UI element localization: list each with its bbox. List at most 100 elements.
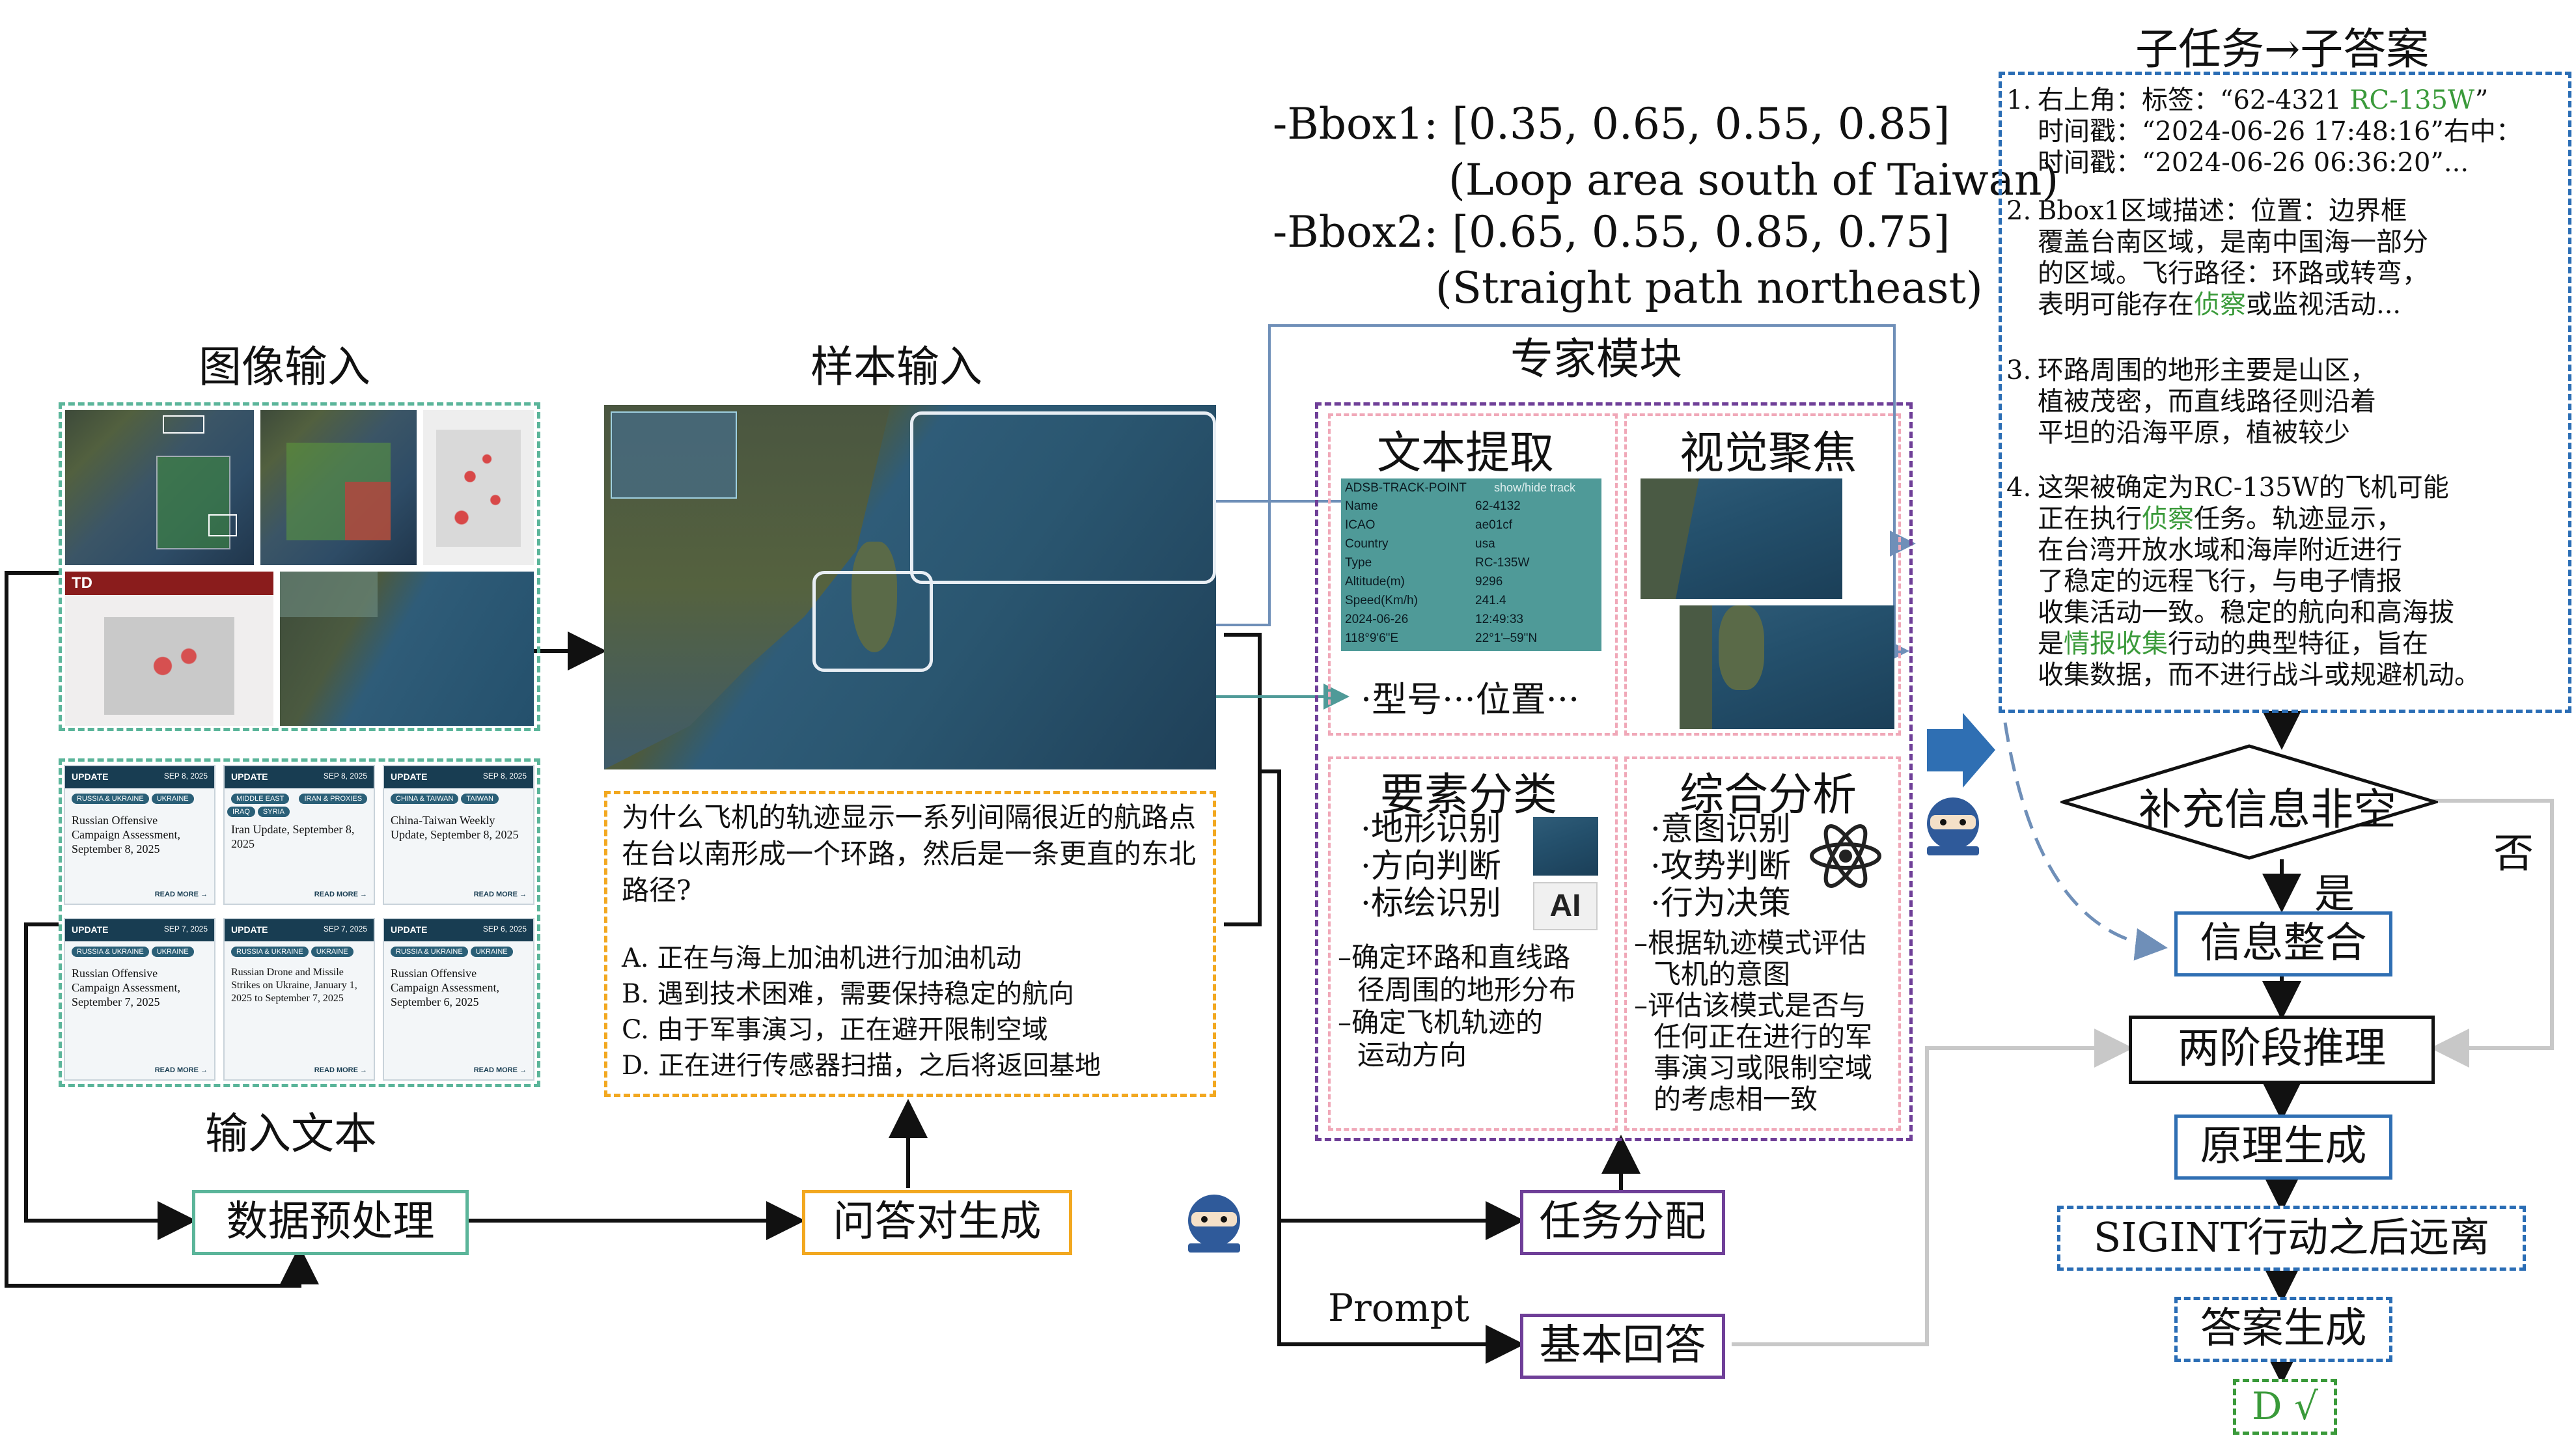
read-more-link[interactable]: READ MORE → (154, 1066, 208, 1074)
basic-to-two-stage-arrow (1732, 1029, 2133, 1346)
read-more-link[interactable]: READ MORE → (473, 891, 527, 898)
card-title: Russian Offensive Campaign Assessment, S… (391, 967, 499, 1008)
sigint-box[interactable]: SIGINT行动之后远离 (2057, 1206, 2526, 1271)
map-thumb-icon (1533, 817, 1598, 876)
question-text: 为什么飞机的轨迹显示一系列间隔很近的航路点在台以南形成一个环路，然后是一条更直的… (622, 801, 1197, 906)
answer-4-line-2: 正在执行侦察任务。轨迹显示， (2038, 504, 2402, 534)
basic-answer-box[interactable]: 基本回答 (1520, 1314, 1725, 1379)
thumb-coast (280, 572, 534, 726)
classify-note-1: –确定环路和直线路 (1338, 941, 1571, 973)
bbox2-connector (1211, 324, 1896, 651)
input-text-title: 输入文本 (205, 1109, 377, 1159)
text-extract-footer: ·型号···位置··· (1361, 679, 1580, 720)
answer-1-num: 1. (2006, 85, 2032, 115)
adsb-key: Speed(Km/h) (1345, 594, 1418, 607)
bbox1-desc: (Loop area south of Taiwan) (1448, 155, 2059, 205)
card-tag: TAIWAN (461, 794, 499, 804)
decision-yes-label: 是 (2314, 870, 2355, 917)
adsb-val: ae01cf (1475, 518, 1513, 532)
adsb-val: 9296 (1475, 575, 1503, 588)
visual-focus-title: 视觉聚焦 (1680, 428, 1857, 479)
bracket-to-basic-arrow (1277, 1221, 1525, 1364)
adsb-key: Type (1345, 556, 1372, 570)
task-assign-box[interactable]: 任务分配 (1520, 1190, 1725, 1255)
card-title: Russian Offensive Campaign Assessment, S… (72, 967, 180, 1008)
card-tag: RUSSIA & UKRAINE (72, 794, 149, 804)
preprocess-box[interactable]: 数据预处理 (192, 1190, 469, 1255)
thumb-map-red (423, 410, 534, 565)
experts-to-answers-arrow (1927, 713, 1995, 788)
input-text-box (59, 758, 540, 1087)
comp-note-3: –评估该模式是否与 (1634, 990, 1867, 1021)
card-tag: IRAN & PROXIES (299, 794, 368, 804)
option-d[interactable]: D. 正在进行传感器扫描，之后将返回基地 (622, 1051, 1101, 1081)
comp-note-4: 任何正在进行的军 (1654, 1021, 1873, 1053)
option-b[interactable]: B. 遇到技术困难，需要保持稳定的航向 (622, 979, 1074, 1009)
decision-label: 补充信息非空 (2139, 784, 2396, 835)
decision-no-label: 否 (2493, 829, 2534, 877)
image-input-box (59, 402, 540, 731)
final-answer-box: D √ (2233, 1379, 2337, 1435)
bracket-to-task-arrow (1260, 769, 1525, 1240)
answer-4-line-4: 了稳定的远程飞行，与电子情报 (2038, 566, 2402, 596)
card-tag: UKRAINE (470, 947, 513, 957)
prompt-label: Prompt (1328, 1286, 1470, 1330)
subtask-answer-title: 子任务→子答案 (2135, 24, 2430, 74)
card-title: Russian Drone and Missile Strikes on Ukr… (231, 967, 357, 1004)
card-tag: IRAQ (227, 807, 255, 817)
visual-crop-2 (1680, 605, 1894, 729)
answer-4-line-1: 这架被确定为RC-135W的飞机可能 (2038, 473, 2449, 503)
card-tag: RUSSIA & UKRAINE (72, 947, 149, 957)
visual-focus-box (1624, 413, 1901, 736)
expert-module-box (1315, 402, 1913, 1141)
read-more-link[interactable]: READ MORE → (154, 891, 208, 898)
card-title: Iran Update, September 8, 2025 (231, 823, 355, 850)
answer-gen-box[interactable]: 答案生成 (2174, 1297, 2392, 1362)
adsb-val: usa (1475, 537, 1495, 551)
answer-1-line-3: 时间戳：“2024-06-26 06:36:20”... (2038, 148, 2469, 178)
card-tag: UKRAINE (151, 947, 194, 957)
answer-4-highlight-1: 侦察 (2142, 504, 2194, 534)
answer-3-line-2: 植被茂密，而直线路径则沿着 (2038, 387, 2376, 417)
option-c[interactable]: C. 由于军事演习，正在避开限制空域 (622, 1015, 1048, 1045)
answer-3-line-1: 环路周围的地形主要是山区， (2038, 355, 2376, 385)
sample-panel (611, 411, 737, 499)
card-tag: RUSSIA & UKRAINE (231, 947, 309, 957)
read-more-link[interactable]: READ MORE → (473, 1066, 527, 1074)
read-more-link[interactable]: READ MORE → (314, 1066, 367, 1074)
adsb-key: 118°9'6"E (1345, 631, 1399, 645)
atom-icon (1810, 824, 1881, 888)
text-extract-title: 文本提取 (1377, 428, 1555, 479)
rationale-box[interactable]: 原理生成 (2174, 1115, 2392, 1180)
adsb-key: ICAO (1345, 518, 1376, 532)
decision-diamond (2060, 744, 2438, 860)
sample-input-title: 样本输入 (810, 342, 982, 392)
qa-generation-box[interactable]: 问答对生成 (802, 1190, 1072, 1255)
question-box (604, 791, 1216, 1097)
mascot-icon (1927, 797, 1979, 855)
integrate-box[interactable]: 信息整合 (2174, 911, 2392, 976)
answer-1-line-1: 右上角：标签：“62-4321 RC-135W” (2038, 85, 2489, 115)
card-tag: MIDDLE EAST (231, 794, 290, 804)
adsb-key: Country (1345, 537, 1389, 551)
two-stage-box[interactable]: 两阶段推理 (2129, 1016, 2435, 1084)
comp-item-decision: ·行为决策 (1650, 884, 1791, 922)
adsb-toggle[interactable]: show/hide track (1494, 481, 1576, 494)
read-more-link[interactable]: READ MORE → (314, 891, 367, 898)
option-a[interactable]: A. 正在与海上加油机进行加油机动 (622, 943, 1022, 973)
bbox1-outline (812, 571, 933, 672)
answer-4-highlight-2: 情报收集 (2064, 629, 2168, 659)
adsb-key: Altitude(m) (1345, 575, 1405, 588)
answer-3-line-3: 平坦的沿海平原，植被较少 (2038, 418, 2350, 448)
adsb-val: RC-135W (1475, 556, 1530, 570)
